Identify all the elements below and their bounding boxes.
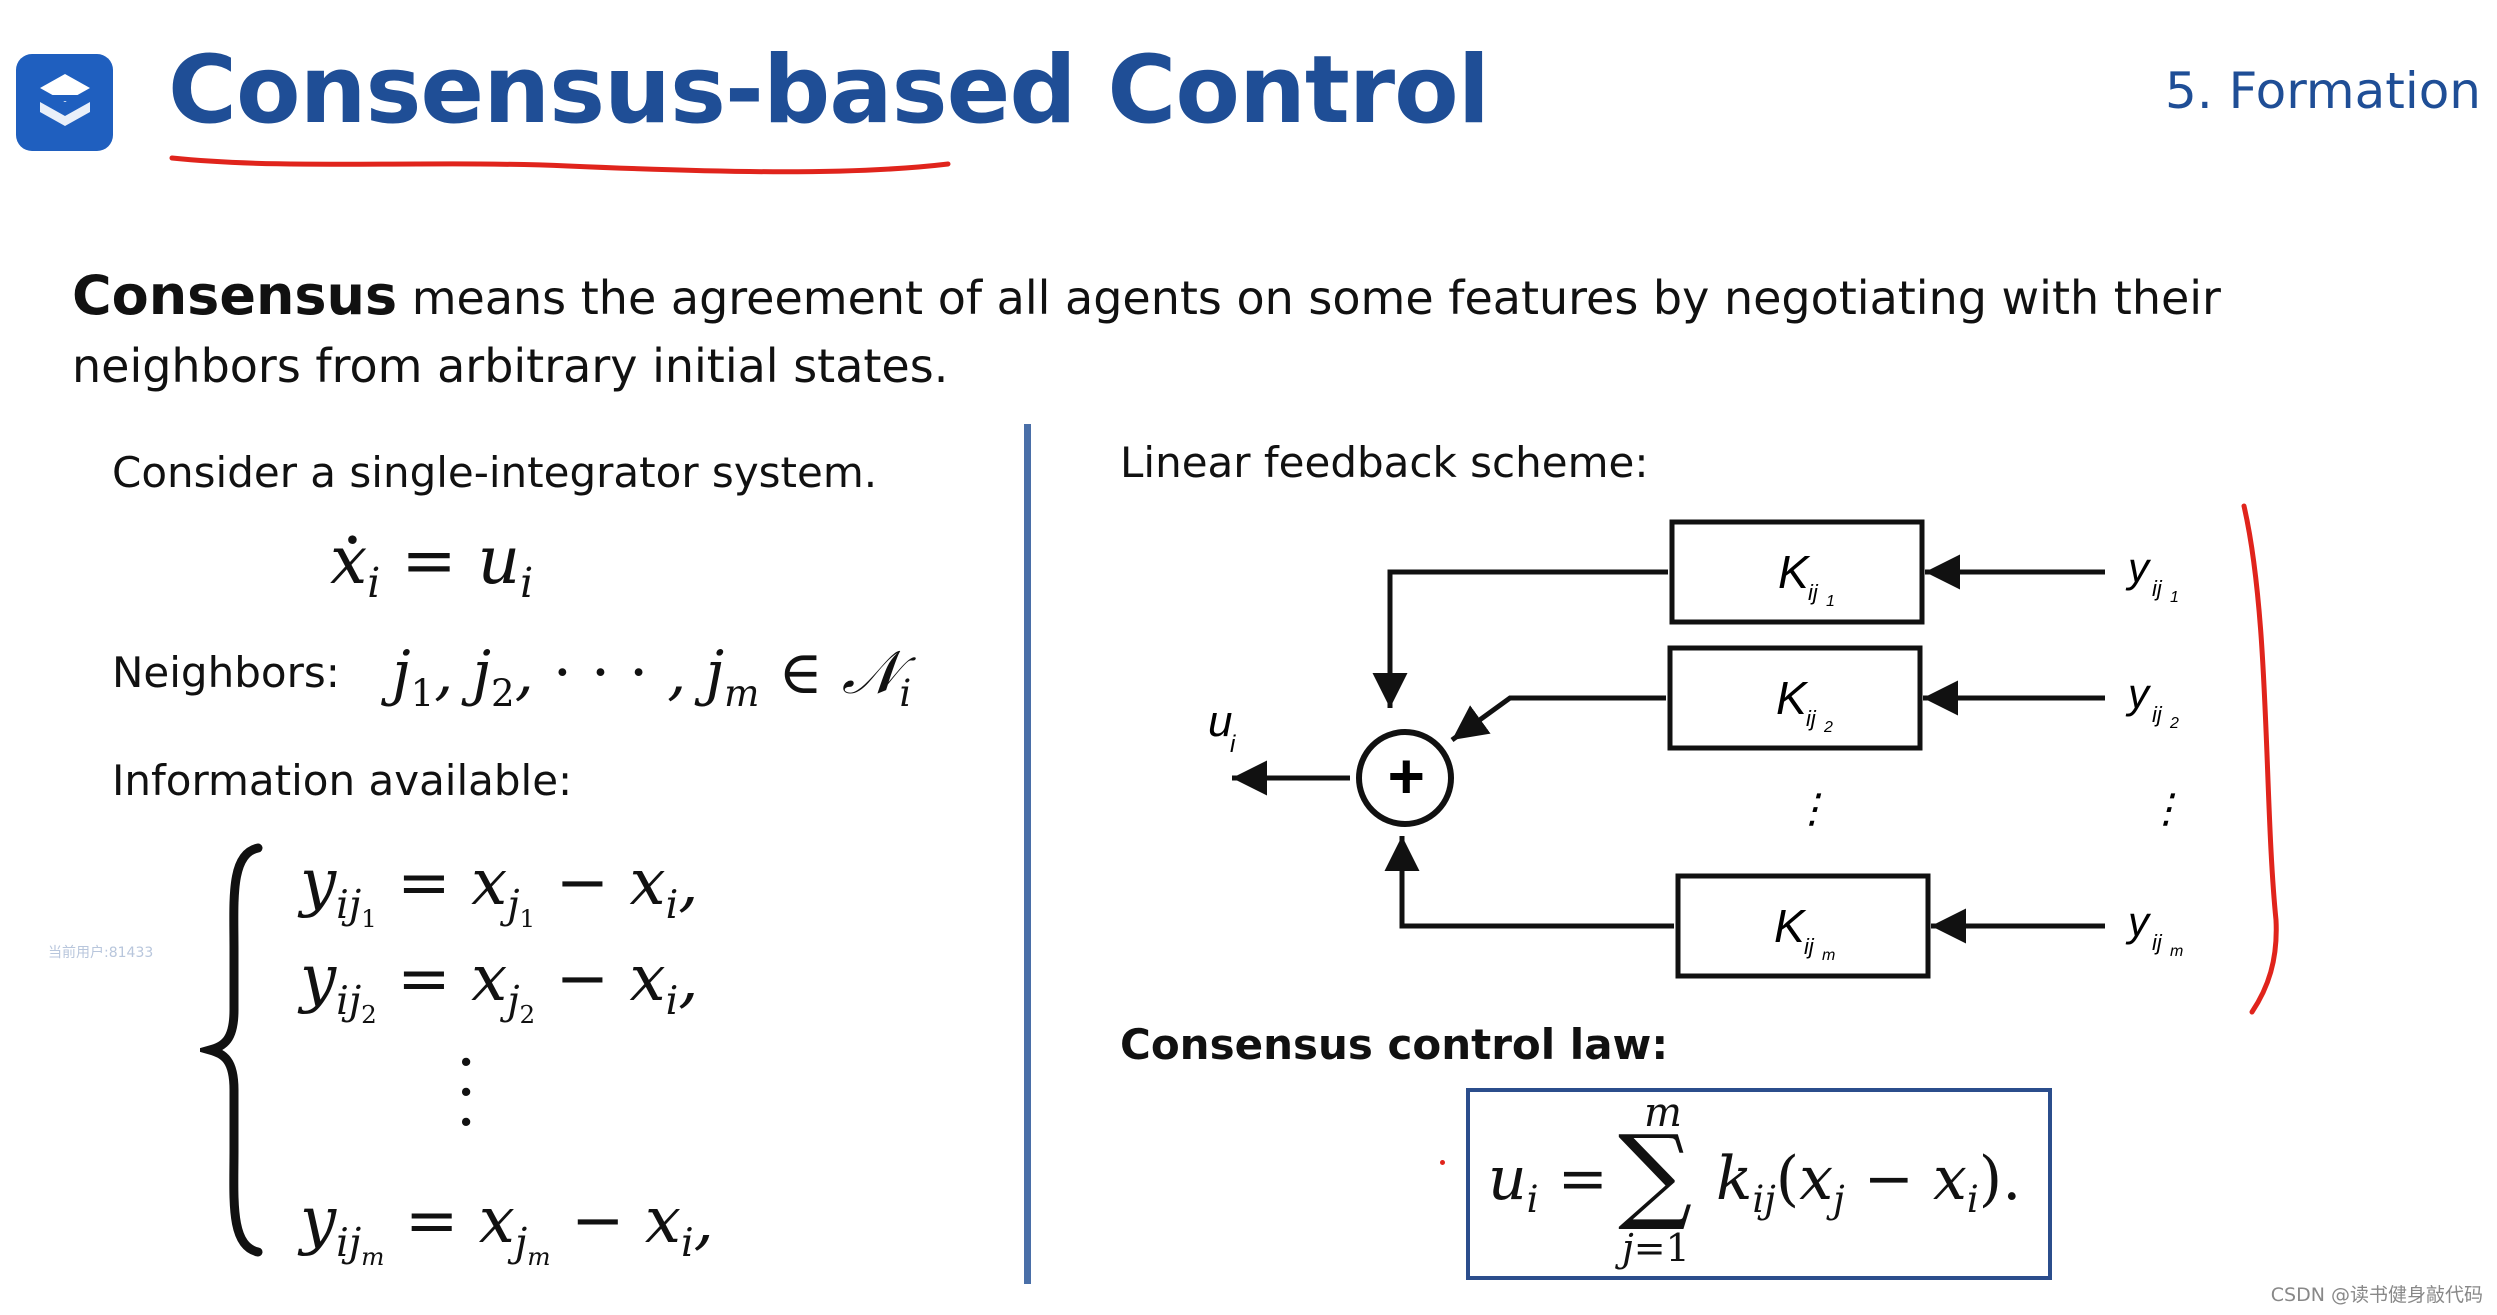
input-sub-m: ij (2152, 930, 2163, 955)
info-equation-m: yijm = xjm − xi, (300, 1184, 714, 1271)
info-equation-1: yij1 = xj1 − xi, (300, 846, 699, 933)
input-label-1: y (2125, 544, 2152, 591)
input-label-m: y (2125, 898, 2152, 945)
red-bracket-annotation (2241, 503, 2279, 1015)
intro-text: means the agreement of all agents on som… (72, 271, 2221, 393)
input-subsub-m: m (2170, 943, 2183, 960)
faint-watermark: 当前用户:81433 (48, 945, 154, 961)
system-equation: x·i = ui (330, 502, 534, 608)
control-law-rhs: kij(xj − xi). (1716, 1144, 2022, 1221)
column-divider (1024, 424, 1031, 1284)
red-dot-annotation (1440, 1160, 1445, 1165)
system-label: Consider a single-integrator system. (112, 448, 878, 497)
section-label: 5. Formation (2165, 62, 2481, 120)
gain-subsub-1: 1 (1826, 593, 1835, 610)
gain-vdots: ⋮ (1792, 787, 1832, 831)
gain-label-1: K (1778, 546, 1811, 598)
intro-paragraph: Consensus means the agreement of all age… (72, 262, 2452, 400)
input-subsub-2: 2 (2169, 715, 2179, 732)
csdn-watermark: CSDN @读书健身敲代码 (2270, 1284, 2483, 1306)
law-label: Consensus control law: (1120, 1020, 1669, 1069)
sum-lower-limit: j=1 (1622, 1226, 1690, 1270)
info-equation-2: yij2 = xj2 − xi, (300, 942, 699, 1029)
page-title: Consensus-based Control (168, 36, 1490, 145)
sum-node (1356, 729, 1454, 827)
input-vdots: ⋮ (2146, 787, 2186, 831)
gain-sub-m: ij (1804, 934, 1815, 959)
logo-icon (16, 54, 113, 151)
left-brace (200, 843, 263, 1257)
input-label-2: y (2125, 670, 2152, 717)
control-law-box (1466, 1088, 2052, 1280)
gain-box-2 (1667, 645, 1923, 751)
output-label: u (1208, 697, 1232, 746)
title-underline-annotation (169, 155, 951, 175)
input-subsub-1: 1 (2170, 589, 2179, 606)
intro-keyword: Consensus (72, 264, 398, 327)
feedback-diagram: + u i K ij 1 K ij 2 K ij m y ij 1 y ij 2… (1208, 519, 2186, 979)
output-sub: i (1230, 731, 1236, 758)
gain-sub-2: ij (1806, 706, 1817, 731)
gain-subsub-m: m (1822, 947, 1835, 964)
sigma-symbol: ∑ (1618, 1112, 1693, 1234)
control-law-lhs: ui = (1488, 1144, 1608, 1221)
gain-subsub-2: 2 (1823, 719, 1833, 736)
input-sub-1: ij (2152, 576, 2163, 601)
gain-label-2: K (1776, 672, 1809, 724)
gain-box-m (1675, 873, 1931, 979)
info-label: Information available: (112, 756, 573, 805)
gain-sub-1: ij (1808, 580, 1819, 605)
gain-box-1 (1669, 519, 1925, 625)
info-vdots: ··· (456, 1026, 477, 1160)
gain-label-m: K (1774, 900, 1807, 952)
sum-upper-limit: m (1644, 1090, 1682, 1136)
scheme-label: Linear feedback scheme: (1120, 438, 1649, 487)
neighbors-equation: j1, j2, · · · , jm ∈ 𝒩i (392, 638, 912, 715)
sum-symbol: + (1386, 740, 1423, 812)
neighbors-label: Neighbors: (112, 648, 340, 697)
input-sub-2: ij (2152, 702, 2163, 727)
